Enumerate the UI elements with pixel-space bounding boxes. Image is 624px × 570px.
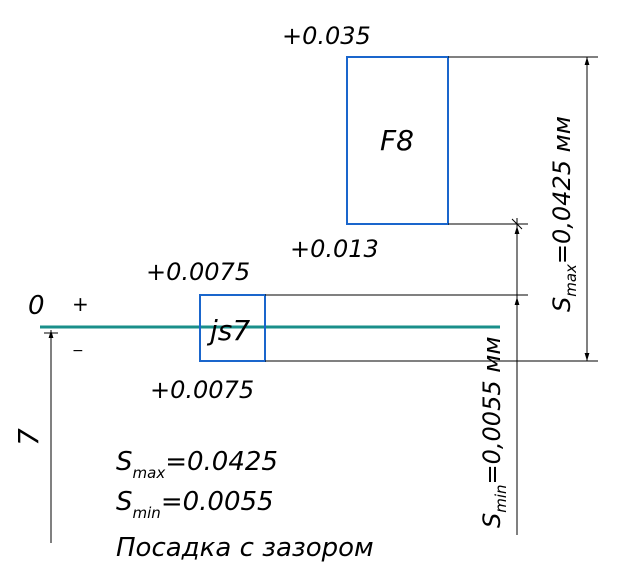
f8-upper-deviation: +0.035 <box>282 22 371 50</box>
summary-fit-type: Посадка с зазором <box>116 533 374 563</box>
f8-lower-deviation: +0.013 <box>290 235 379 263</box>
smax-dimension-text: Smax=0,0425 мм <box>548 116 580 312</box>
summary-smin: Smin=0.0055 <box>116 487 274 522</box>
minus-sign: − <box>72 343 84 359</box>
js7-tolerance-box <box>199 294 266 362</box>
smin-tick <box>511 218 523 230</box>
plus-sign: + <box>72 292 89 316</box>
smin-dimension-text: Smin=0,0055 мм <box>478 337 510 528</box>
f8-label: F8 <box>380 124 414 157</box>
axis-label: 7 <box>12 428 45 446</box>
summary-smax: Smax=0.0425 <box>116 447 278 482</box>
zero-label: 0 <box>28 291 45 321</box>
js7-lower-deviation: +0.0075 <box>150 376 254 404</box>
js7-upper-deviation: +0.0075 <box>146 258 250 286</box>
js7-label: js7 <box>206 314 250 347</box>
f8-tolerance-box <box>346 56 449 225</box>
